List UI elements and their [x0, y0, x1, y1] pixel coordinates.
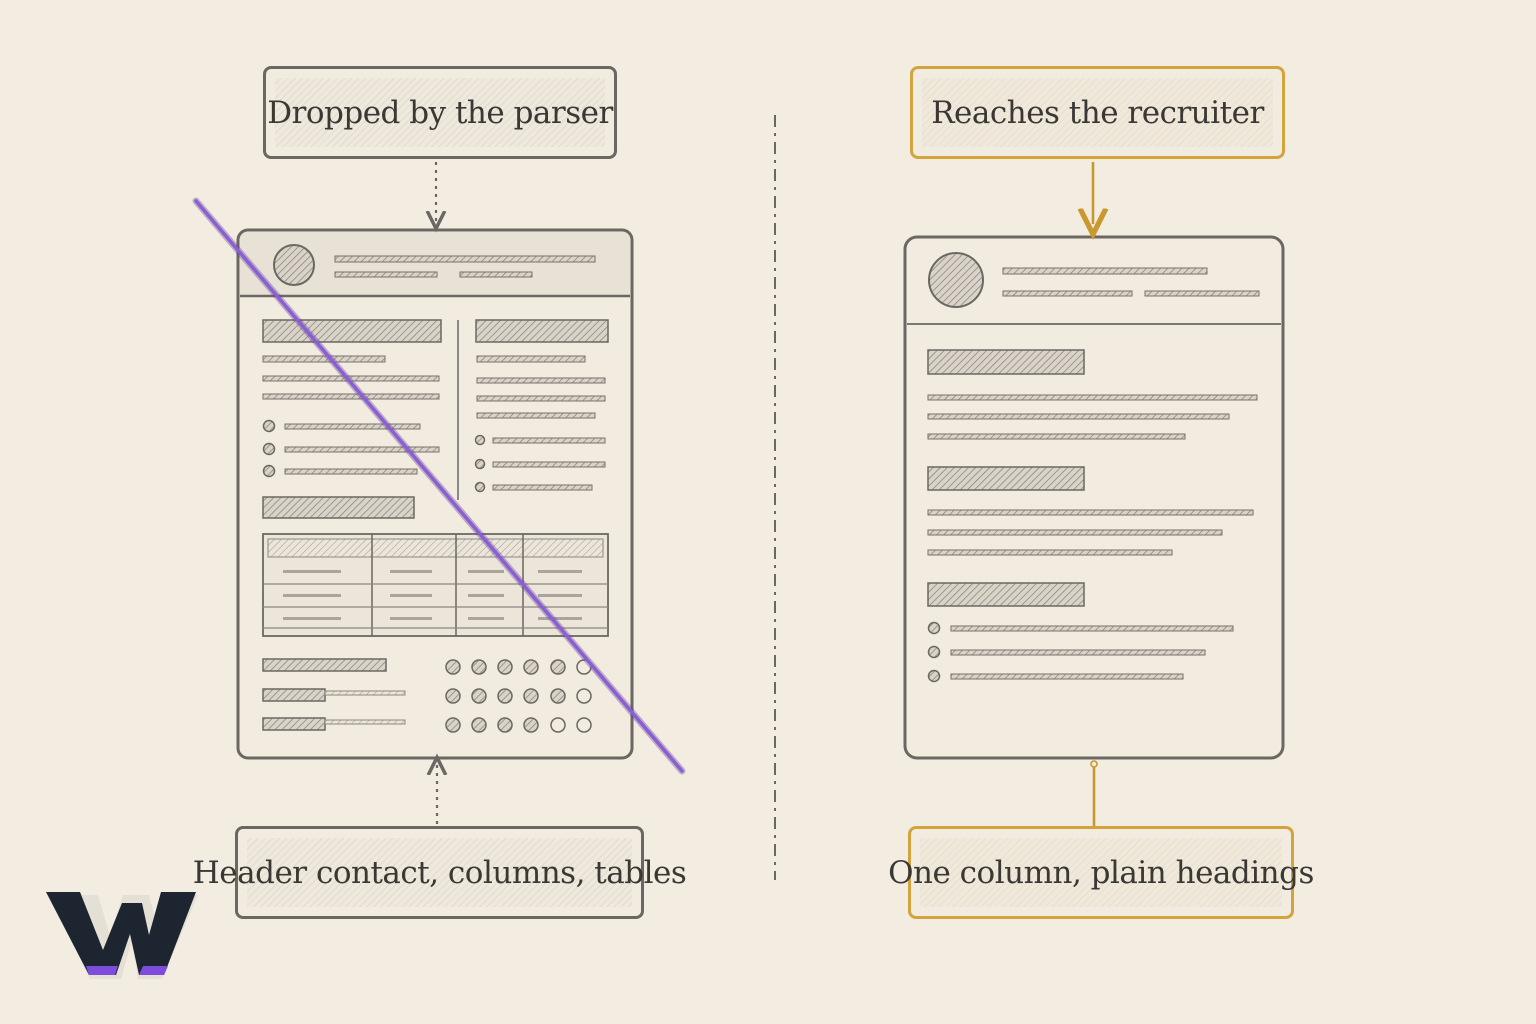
strike-through-line	[192, 197, 686, 775]
label-header-contact-columns-tables: Header contact, columns, tables	[193, 826, 687, 919]
label-text: Dropped by the parser	[267, 94, 613, 131]
simple-resume-mockup	[903, 235, 1285, 760]
brand-logo	[46, 892, 198, 979]
label-reaches-recruiter: Reaches the recruiter	[910, 66, 1285, 159]
label-text: One column, plain headings	[888, 854, 1314, 891]
rating-dots	[445, 659, 592, 733]
connector-bottom-right	[1090, 760, 1098, 826]
label-text: Reaches the recruiter	[931, 94, 1264, 131]
label-one-column-plain-headings: One column, plain headings	[888, 826, 1314, 919]
label-text: Header contact, columns, tables	[192, 854, 687, 891]
avatar-icon	[273, 244, 315, 286]
avatar-icon	[928, 252, 984, 308]
complex-resume-mockup	[236, 228, 634, 760]
label-dropped-by-parser: Dropped by the parser	[263, 66, 617, 159]
